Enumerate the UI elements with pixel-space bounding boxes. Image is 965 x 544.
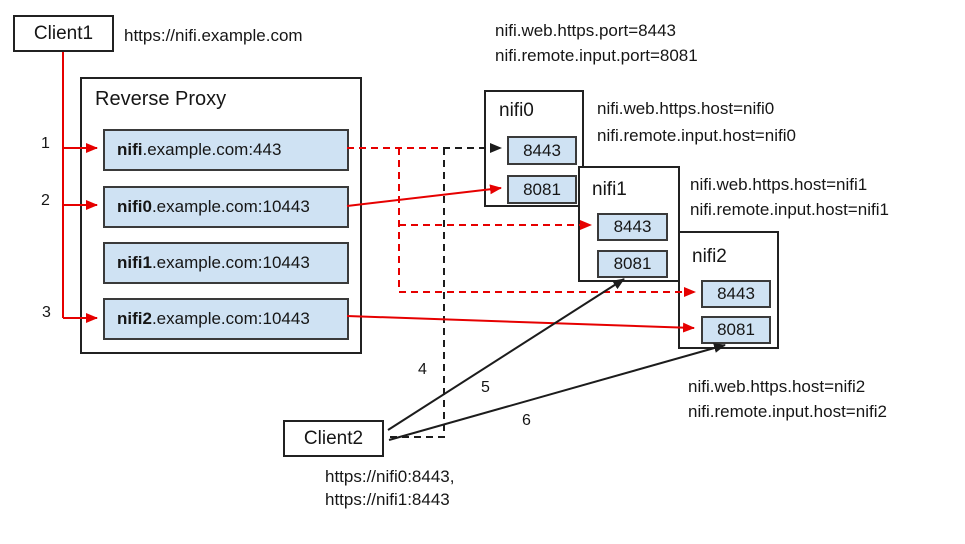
proxy-mapping-nifi1: nifi1.example.com:10443	[103, 242, 349, 284]
nifi2-web-port-box: 8443	[701, 280, 771, 308]
sequence-label-6: 6	[522, 412, 531, 429]
nifi0-web-port-box: 8443	[507, 136, 577, 165]
nifi1-config-line1: nifi.web.https.host=nifi1	[690, 175, 868, 194]
mapping-rest: .example.com:443	[142, 140, 282, 159]
mapping-rest: .example.com:10443	[151, 197, 310, 216]
client2-url-annotation: https://nifi0:8443, https://nifi1:8443	[325, 465, 454, 511]
proxy-mapping-nifi0: nifi0.example.com:10443	[103, 186, 349, 228]
edge-client2-to-nifi1-8081	[387, 278, 625, 431]
nifi2-config-line1: nifi.web.https.host=nifi2	[688, 377, 866, 396]
mapping-rest: .example.com:10443	[151, 253, 310, 272]
nifi2-node-box: nifi2 8443 8081	[678, 231, 779, 349]
reverse-proxy-title: Reverse Proxy	[95, 88, 227, 110]
nifi2-config-annotation: nifi.web.https.host=nifi2 nifi.remote.in…	[688, 374, 887, 424]
sequence-label-1: 1	[41, 135, 50, 152]
cluster-config-annotation: nifi.web.https.port=8443 nifi.remote.inp…	[495, 18, 698, 68]
proxy-mapping-nifi2: nifi2.example.com:10443	[103, 298, 349, 340]
client1-label: Client1	[33, 22, 94, 44]
sequence-label-3: 3	[42, 304, 51, 321]
edge-map-nifi2-to-8081	[346, 315, 695, 333]
nifi1-s2s-port-box: 8081	[597, 250, 668, 278]
nifi1-label: nifi1	[592, 179, 627, 200]
nifi0-config-annotation: nifi.web.https.host=nifi0 nifi.remote.in…	[597, 95, 796, 149]
edge-map-nifi0-to-8081	[346, 184, 502, 207]
nifi0-node-box: nifi0 8443 8081	[484, 90, 584, 207]
client1-box: Client1	[13, 15, 114, 52]
edge-client2-to-nifi2-8081	[388, 343, 726, 441]
client2-label: Client2	[303, 427, 364, 449]
mapping-host-bold: nifi2	[117, 309, 152, 328]
mapping-host-bold: nifi1	[117, 253, 152, 272]
nifi2-config-line2: nifi.remote.input.host=nifi2	[688, 402, 887, 421]
client2-url-line2: https://nifi1:8443	[325, 490, 450, 509]
nifi1-web-port-box: 8443	[597, 213, 668, 241]
client2-box: Client2	[283, 420, 384, 457]
mapping-host-bold: nifi0	[117, 197, 152, 216]
reverse-proxy-box: Reverse Proxy nifi.example.com:443 nifi0…	[80, 77, 362, 354]
nifi1-config-line2: nifi.remote.input.host=nifi1	[690, 200, 889, 219]
client2-url-line1: https://nifi0:8443,	[325, 467, 455, 486]
nifi1-config-annotation: nifi.web.https.host=nifi1 nifi.remote.in…	[690, 172, 889, 222]
sequence-label-2: 2	[41, 192, 50, 209]
nifi2-label: nifi2	[692, 246, 727, 267]
nifi0-s2s-port-box: 8081	[507, 175, 577, 204]
sequence-label-4: 4	[418, 361, 427, 378]
cluster-config-line1: nifi.web.https.port=8443	[495, 21, 676, 40]
sequence-label-5: 5	[481, 379, 490, 396]
nifi1-node-box: nifi1 8443 8081	[578, 166, 680, 282]
nifi0-config-line1: nifi.web.https.host=nifi0	[597, 99, 775, 118]
mapping-rest: .example.com:10443	[151, 309, 310, 328]
nifi0-label: nifi0	[499, 100, 534, 121]
nifi2-s2s-port-box: 8081	[701, 316, 771, 344]
edge-client2-https-path	[390, 149, 445, 438]
cluster-config-line2: nifi.remote.input.port=8081	[495, 46, 698, 65]
proxy-mapping-nifi: nifi.example.com:443	[103, 129, 349, 171]
client1-url-annotation: https://nifi.example.com	[124, 26, 303, 45]
nifi0-config-line2: nifi.remote.input.host=nifi0	[597, 126, 796, 145]
mapping-host-bold: nifi	[117, 140, 143, 159]
